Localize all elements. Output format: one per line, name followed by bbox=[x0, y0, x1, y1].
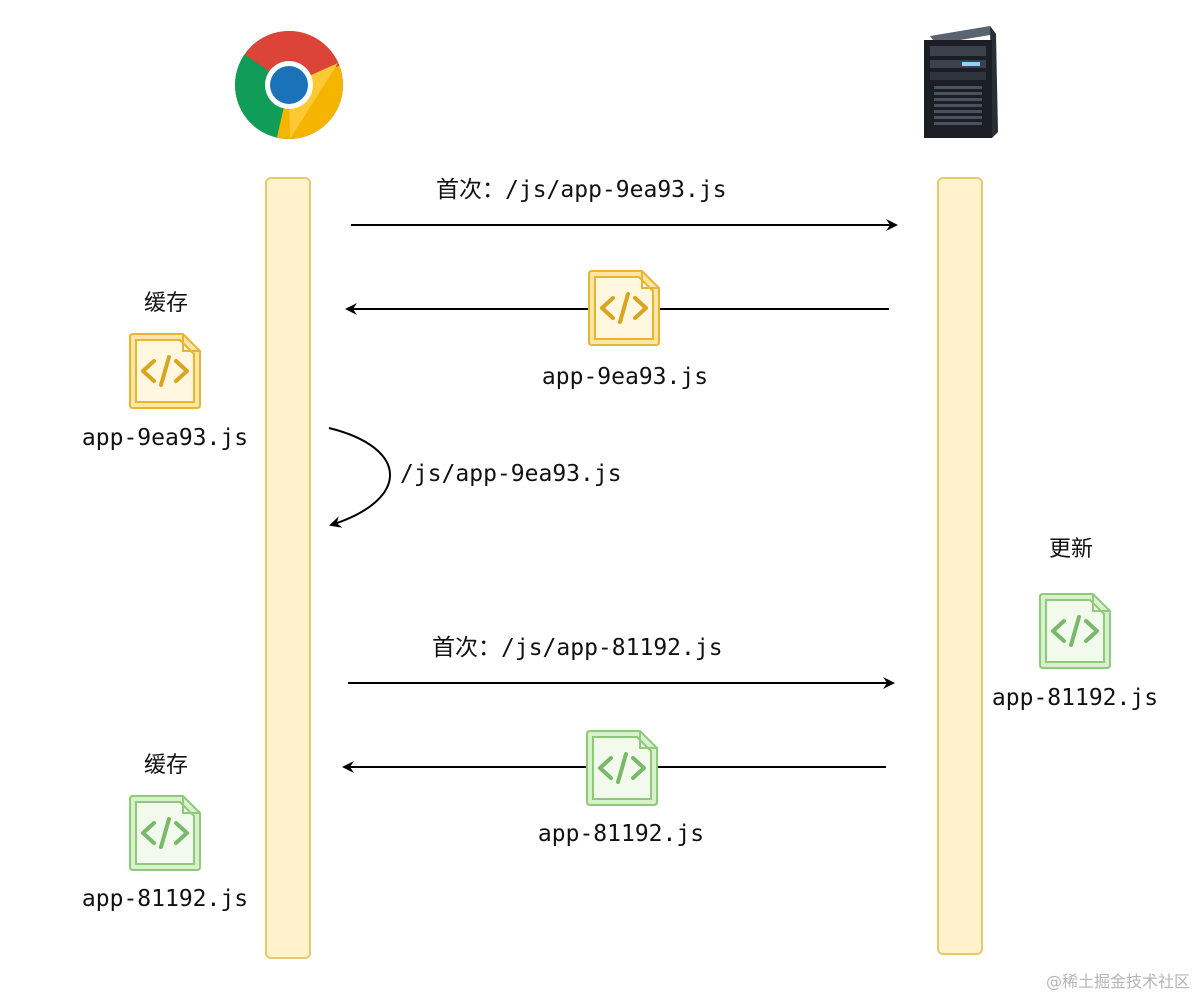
self-request-arrow bbox=[328, 427, 391, 528]
response2-file-icon bbox=[584, 728, 660, 808]
cache2-caption: 缓存 bbox=[144, 753, 189, 778]
server-lifeline bbox=[937, 177, 983, 955]
chrome-icon bbox=[234, 30, 344, 140]
response2-file-label: app-81192.js bbox=[537, 821, 705, 847]
cache1-caption: 缓存 bbox=[144, 291, 189, 316]
browser-lifeline bbox=[265, 177, 311, 959]
response1-file-icon bbox=[586, 268, 662, 348]
cache1-file-label: app-9ea93.js bbox=[81, 425, 249, 451]
request1-label: 首次：/js/app-9ea93.js bbox=[436, 177, 727, 203]
cache2-file-label: app-81192.js bbox=[81, 886, 249, 912]
server-update-caption: 更新 bbox=[1049, 537, 1094, 562]
watermark: @稀土掘金技术社区 bbox=[1045, 972, 1190, 991]
server-update-file-label: app-81192.js bbox=[991, 685, 1159, 711]
server-update-file-icon bbox=[1037, 591, 1113, 671]
server-tower-icon bbox=[916, 22, 1004, 140]
cache1-file-icon bbox=[127, 331, 203, 411]
request2-label: 首次：/js/app-81192.js bbox=[432, 635, 723, 661]
cache2-file-icon bbox=[127, 793, 203, 873]
self-request-label: /js/app-9ea93.js bbox=[400, 461, 622, 487]
response1-file-label: app-9ea93.js bbox=[541, 364, 709, 390]
